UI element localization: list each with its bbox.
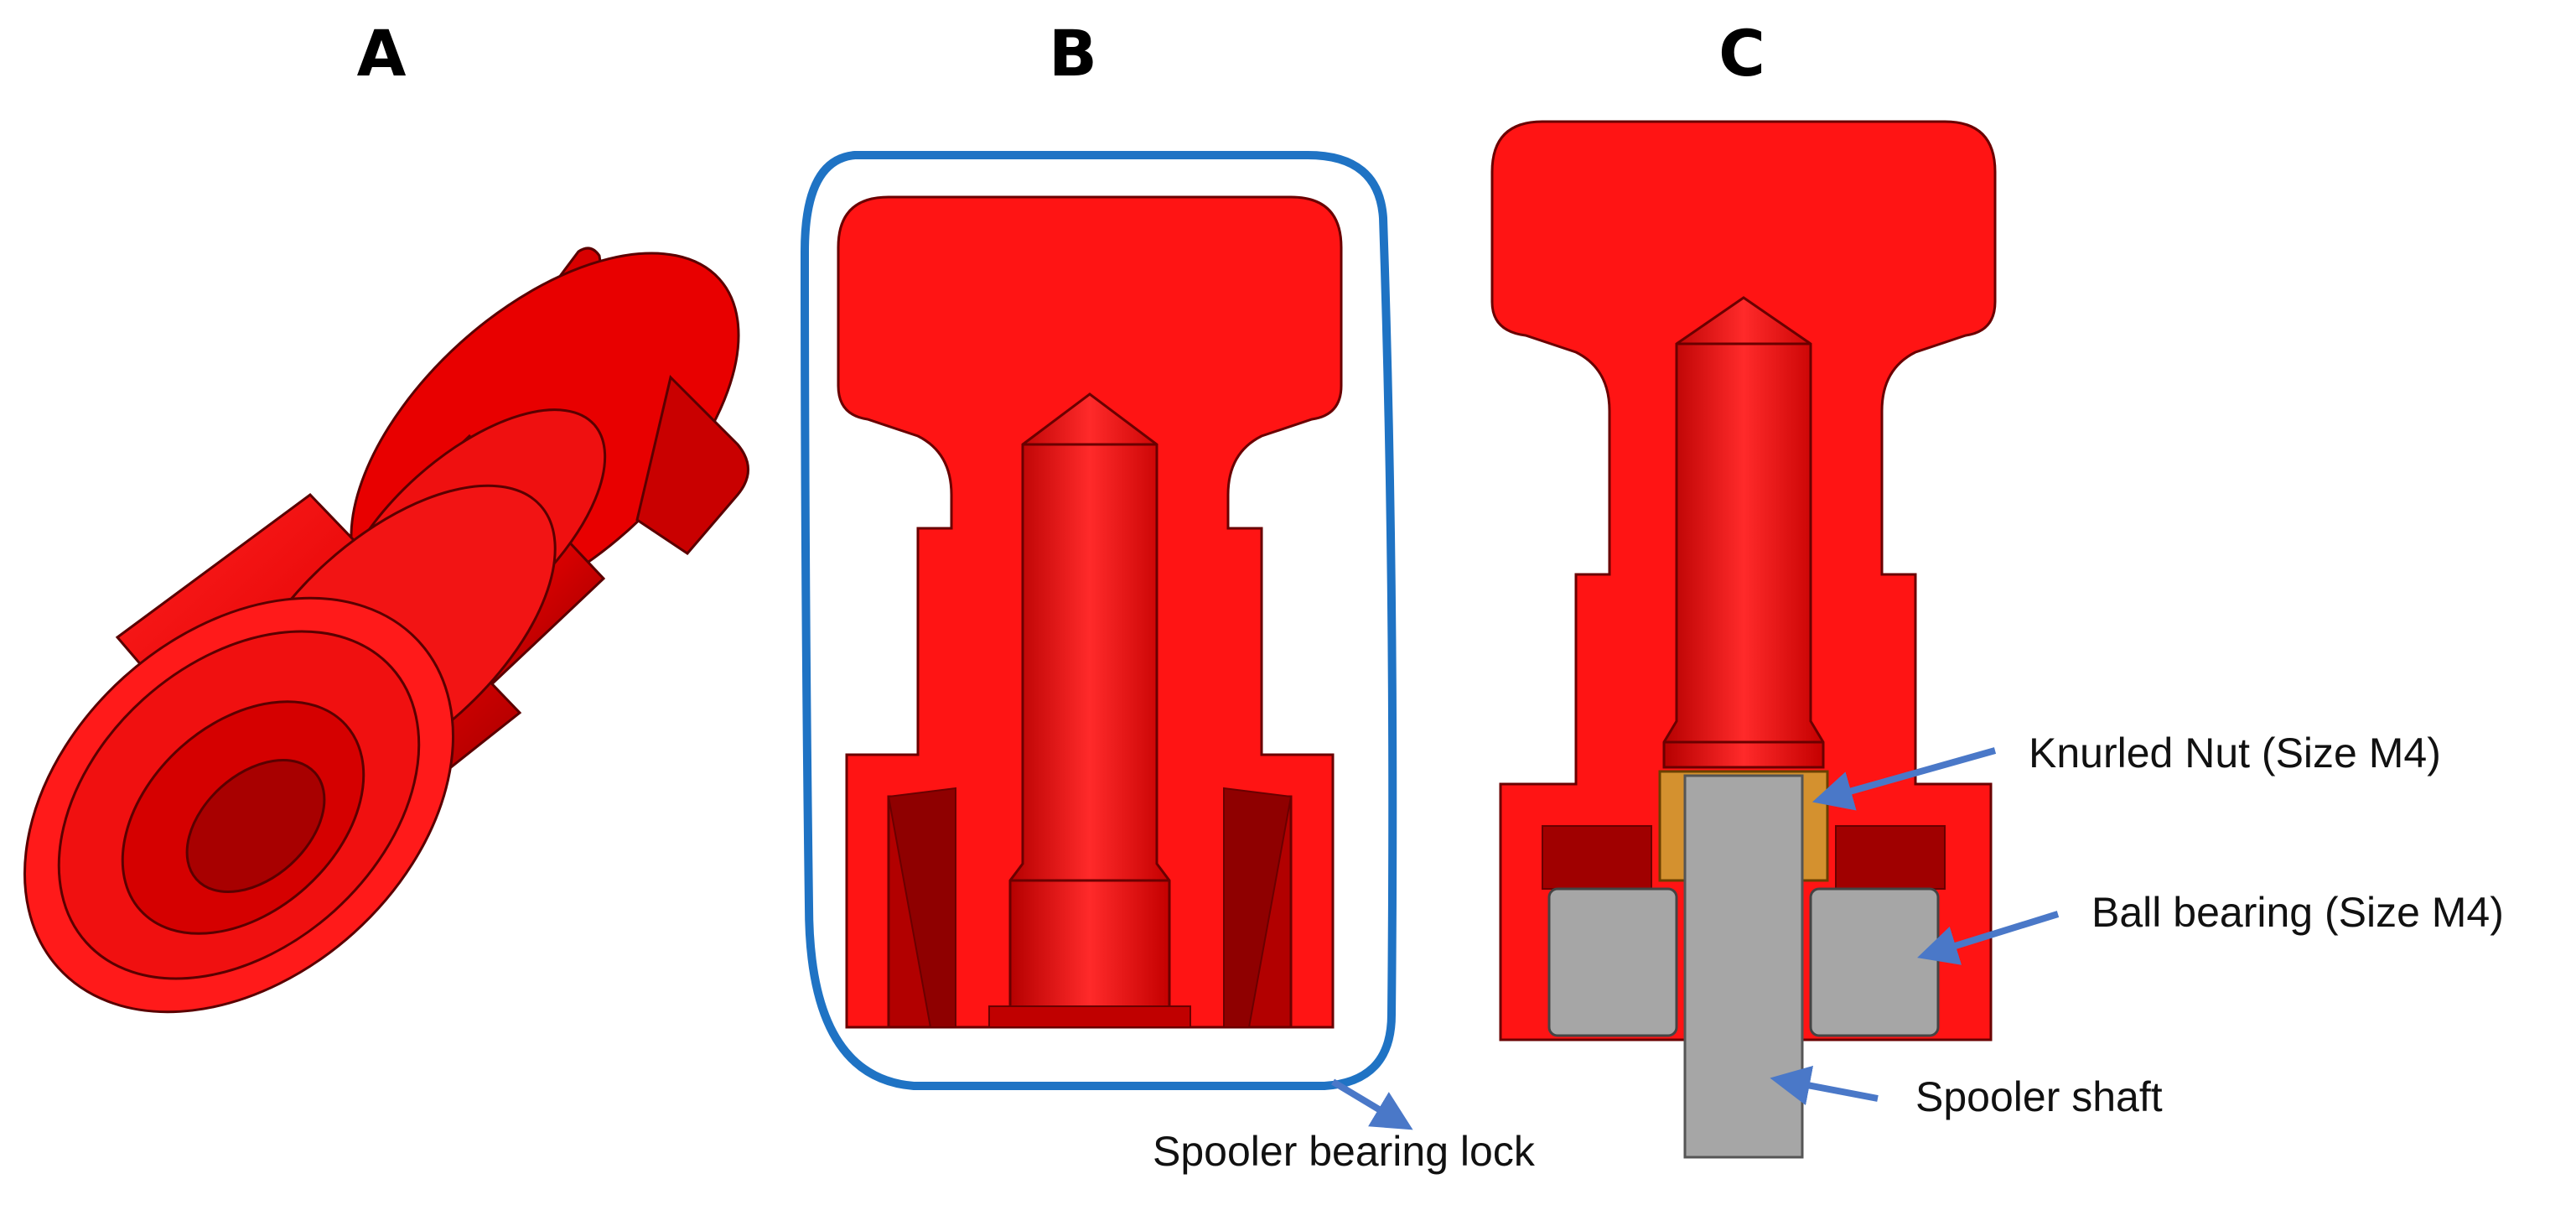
- ball-bearing-right: [1809, 887, 1940, 1037]
- bore-inner: [185, 758, 326, 894]
- handle-wing: [635, 375, 749, 555]
- section-c-left-cavity: [1542, 825, 1652, 890]
- ball-bearing-arrow: [1917, 911, 2060, 965]
- bearing-lock-arrow: [1330, 1078, 1413, 1130]
- panel-letter-a: A: [357, 16, 407, 91]
- ball-bearing-left: [1547, 887, 1678, 1037]
- section-b-left-step: [887, 787, 956, 1028]
- ball-bearing-label: Ball bearing (Size M4): [2091, 889, 2504, 936]
- section-c-right-cavity: [1835, 825, 1946, 890]
- bearing-lock-3d-view: [23, 247, 749, 1014]
- section-b-center-pin: [1008, 392, 1171, 1029]
- bearing-lock-section-c: [1490, 120, 1997, 1159]
- bearing-lock-label: Spooler bearing lock: [1153, 1128, 1536, 1175]
- spooler-shaft-arrow: [1770, 1065, 1879, 1106]
- spooler-shaft-label: Spooler shaft: [1915, 1073, 2163, 1120]
- knurled-nut-arrow: [1811, 747, 1997, 811]
- bearing-lock-section-b: [800, 151, 1397, 1090]
- panel-letter-b: B: [1049, 16, 1097, 91]
- knurled-nut-label: Knurled Nut (Size M4): [2029, 730, 2441, 776]
- spooler-shaft: [1683, 774, 1804, 1159]
- section-c-center-pin: [1662, 296, 1825, 769]
- section-b-right-step: [1223, 787, 1293, 1028]
- panel-letter-c: C: [1718, 16, 1765, 91]
- bearing-lock-outline: [800, 151, 1397, 1090]
